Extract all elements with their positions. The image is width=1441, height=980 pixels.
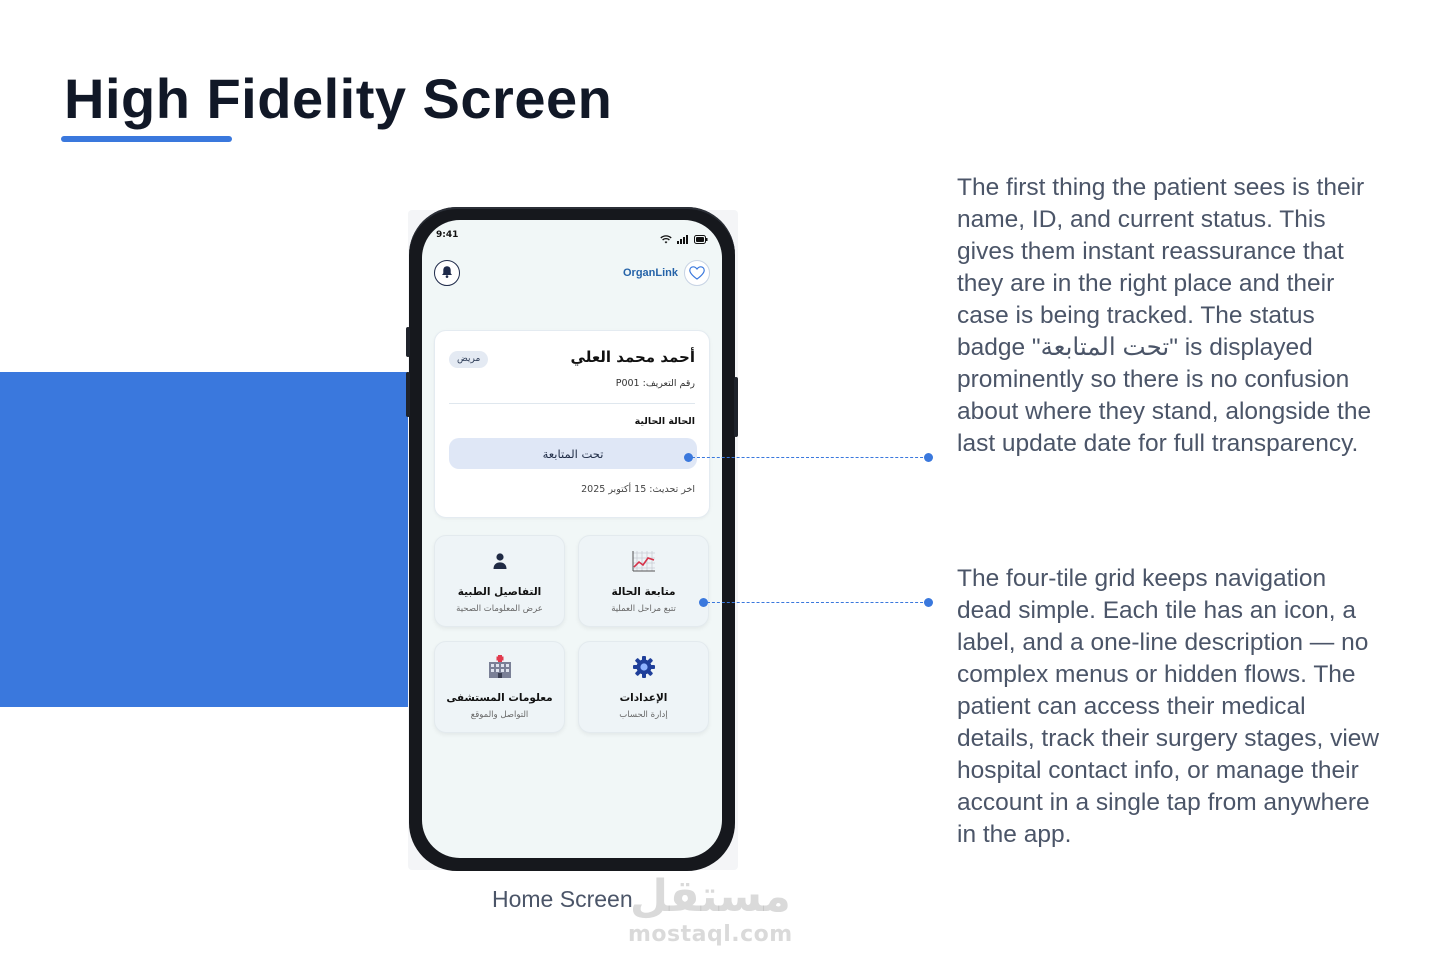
watermark: مستقل mostaql.com — [628, 872, 793, 948]
heart-icon — [684, 260, 710, 286]
tile-settings[interactable]: الإعدادات إدارة الحساب — [578, 641, 709, 733]
tile-desc: عرض المعلومات الصحية — [456, 604, 543, 614]
title-underline — [61, 136, 232, 142]
brand-name: OrganLink — [622, 267, 678, 279]
card-divider — [449, 403, 695, 404]
status-time: 9:41 — [436, 230, 459, 240]
notification-button[interactable] — [434, 260, 460, 286]
bell-icon — [440, 264, 454, 283]
wifi-icon — [660, 229, 672, 248]
annotation-tiles: The four-tile grid keeps navigation dead… — [957, 565, 1380, 848]
connector-line — [692, 457, 928, 458]
phone-mockup: 9:41 OrganLink — [406, 207, 738, 871]
status-icons — [660, 229, 708, 248]
connector-dot — [924, 453, 933, 462]
tile-title: متابعة الحالة — [611, 586, 676, 598]
tile-title: الإعدادات — [619, 692, 668, 704]
tile-title: معلومات المستشفى — [446, 692, 553, 704]
connector-dot — [699, 598, 708, 607]
signal-icon — [677, 229, 689, 248]
phone-power-button — [734, 377, 738, 437]
watermark-latin: mostaql.com — [628, 922, 793, 947]
chart-icon — [631, 548, 657, 574]
gear-icon — [631, 654, 657, 680]
status-label: الحالة الحالية — [634, 416, 695, 427]
status-badge: تحت المتابعة — [449, 438, 697, 469]
last-update: اخر تحديث: 15 أكتوبر 2025 — [581, 484, 695, 495]
tile-title: التفاصيل الطبية — [457, 586, 542, 598]
phone-volume-button — [406, 372, 410, 417]
tile-case-tracking[interactable]: متابعة الحالة تتبع مراحل العملية — [578, 535, 709, 627]
connector-dot — [924, 598, 933, 607]
patient-id: رقم التعريف: P001 — [615, 378, 695, 389]
battery-icon — [694, 229, 708, 248]
annotation-status: The first thing the patient sees is thei… — [957, 174, 1372, 457]
brand: OrganLink — [623, 260, 710, 286]
hospital-icon — [487, 654, 513, 680]
page-title: High Fidelity Screen — [64, 67, 613, 130]
connector-line — [707, 602, 928, 603]
tile-desc: التواصل والموقع — [470, 710, 529, 720]
tile-hospital-info[interactable]: معلومات المستشفى التواصل والموقع — [434, 641, 565, 733]
tile-desc: إدارة الحساب — [619, 710, 668, 720]
status-bar: 9:41 — [422, 220, 722, 250]
connector-dot — [684, 453, 693, 462]
patient-name: أحمد محمد العلي — [570, 348, 695, 366]
tile-desc: تتبع مراحل العملية — [611, 604, 676, 614]
watermark-arabic: مستقل — [629, 871, 791, 922]
tile-medical-details[interactable]: التفاصيل الطبية عرض المعلومات الصحية — [434, 535, 565, 627]
phone-screen: 9:41 OrganLink — [422, 220, 722, 858]
person-icon — [487, 548, 513, 574]
screen-caption: Home Screen — [492, 886, 633, 912]
phone-side-button — [406, 327, 410, 357]
app-header: OrganLink — [422, 258, 722, 288]
patient-card: مريض أحمد محمد العلي رقم التعريف: P001 ا… — [434, 330, 710, 518]
decorative-blue-block — [0, 372, 418, 707]
role-badge: مريض — [449, 351, 489, 368]
